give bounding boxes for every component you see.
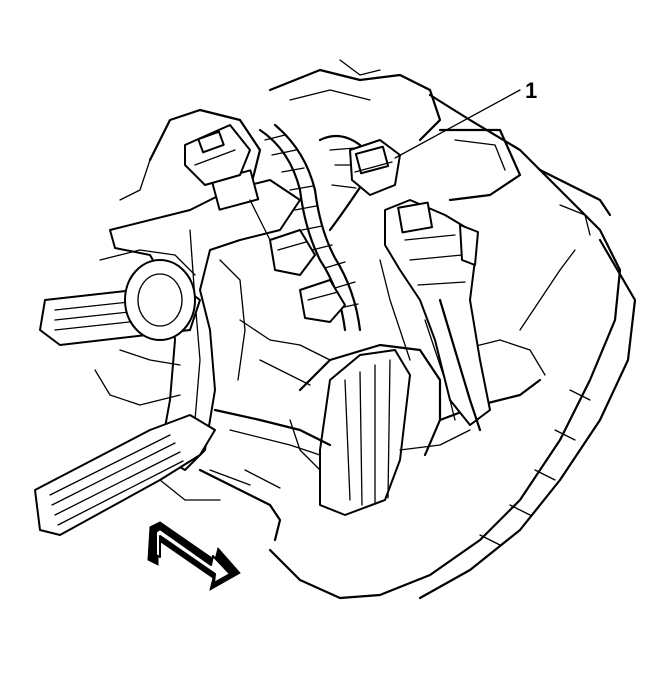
misc-structure xyxy=(119,199,411,386)
floor-pan-outline xyxy=(268,93,637,600)
callout-1-label: 1 xyxy=(525,78,537,103)
upper-left-connector xyxy=(184,124,251,186)
left-pedal-pad xyxy=(34,414,221,536)
accelerator-pedal-assembly xyxy=(384,199,491,432)
accelerator-pedal-pad xyxy=(289,343,442,516)
dash-structure xyxy=(119,59,522,212)
brake-pedal-arm xyxy=(39,249,201,406)
lower-harness-connectors xyxy=(269,229,346,323)
accelerator-pedal-position-sensor-connector xyxy=(349,139,401,196)
callout-1-leader xyxy=(394,89,521,159)
direction-arrow-icon xyxy=(147,521,241,592)
callout-1: 1 xyxy=(394,78,537,159)
